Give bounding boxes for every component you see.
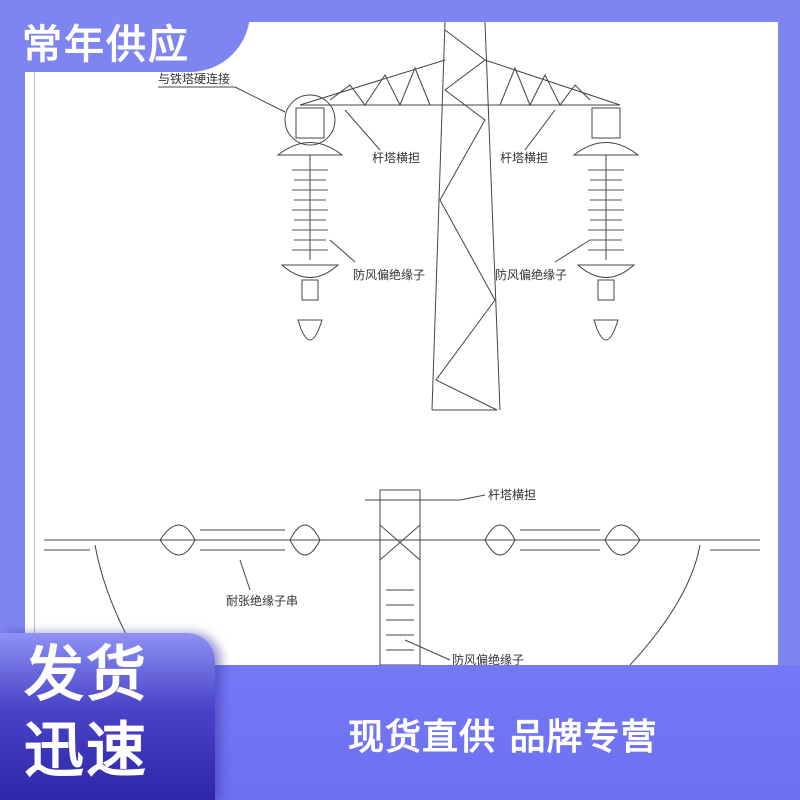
- sheds: [292, 169, 624, 251]
- tower-lower: [44, 489, 760, 666]
- label-hard-connect: 与铁塔硬连接: [158, 71, 230, 86]
- label-insulator-left: 防风偏绝缘子: [353, 267, 425, 282]
- label-insulator-right: 防风偏绝缘子: [495, 267, 567, 282]
- badge-line-2: 迅速: [24, 716, 148, 786]
- tower-upper: [299, 21, 621, 411]
- diagram-panel: [25, 22, 778, 682]
- label-crossarm-left: 杆塔横担: [372, 151, 420, 165]
- insulator-left: [276, 94, 344, 341]
- shipping-badge: 发货 迅速: [0, 633, 215, 800]
- insulator-right: [572, 107, 640, 341]
- label-tension-string: 耐张绝缘子串: [226, 593, 298, 608]
- divider: [34, 72, 35, 662]
- label-crossarm-bottom: 杆塔横担: [488, 488, 536, 502]
- badge-line-1: 发货: [24, 640, 148, 710]
- header-badge: 常年供应: [0, 0, 250, 72]
- label-crossarm-right: 杆塔横担: [500, 151, 548, 165]
- footer-slogan: 现货直供 品牌专营: [348, 717, 658, 758]
- header-title: 常年供应: [22, 22, 190, 68]
- label-insulator-bottom: 防风偏绝缘子: [452, 652, 524, 667]
